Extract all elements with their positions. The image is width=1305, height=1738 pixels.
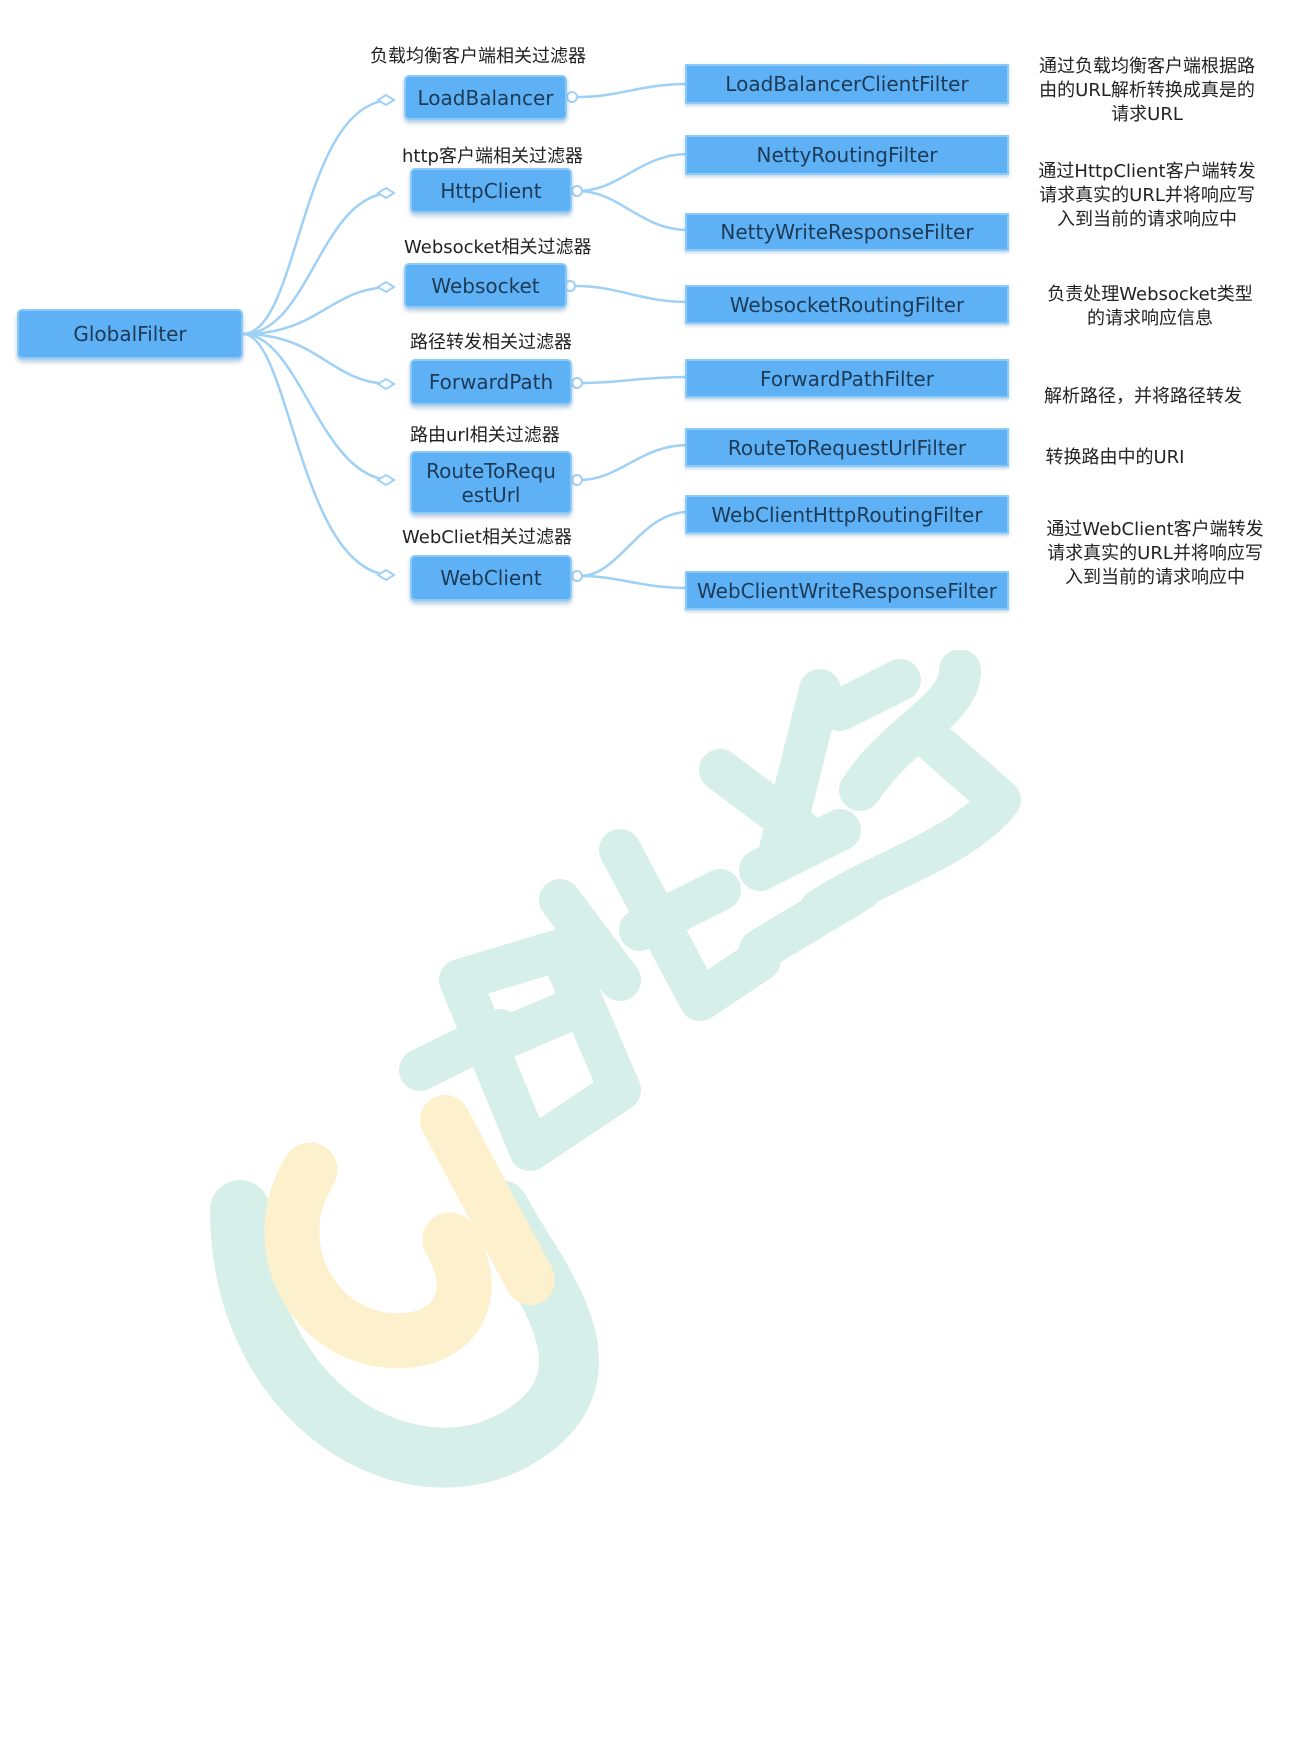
description-text: 通过HttpClient客户端转发请求真实的URL并将响应写入到当前的请求响应中 <box>1038 161 1256 230</box>
root-node-label: GlobalFilter <box>73 322 187 346</box>
category-node-label: LoadBalancer <box>417 85 554 110</box>
filter-node-label: NettyRoutingFilter <box>756 143 938 167</box>
category-node: WebClient <box>410 555 572 601</box>
category-node: Websocket <box>404 263 567 308</box>
connector-root-websocket <box>242 285 393 336</box>
category-node: HttpClient <box>410 168 572 213</box>
filter-node: RouteToRequestUrlFilter <box>685 428 1009 467</box>
watermark-logo-u-icon <box>210 1095 599 1488</box>
filter-node: NettyRoutingFilter <box>685 135 1009 175</box>
description-text: 解析路径，并将路径转发 <box>1044 386 1242 407</box>
filter-node: WebClientHttpRoutingFilter <box>685 495 1009 534</box>
group-caption: http客户端相关过滤器 <box>402 146 583 167</box>
diamond-marker-3 <box>376 280 396 294</box>
diamond-marker-6 <box>376 568 396 582</box>
connector-forwardpath-filter <box>579 375 689 385</box>
category-node-label: Websocket <box>431 273 540 298</box>
connector-routetorequesturl-filter <box>579 443 689 482</box>
connector-webclient-filter-2 <box>579 574 689 590</box>
category-node-label: ForwardPath <box>428 370 554 394</box>
diamond-marker-2 <box>376 186 396 200</box>
group-caption: 负载均衡客户端相关过滤器 <box>370 46 586 67</box>
root-node: GlobalFilter <box>17 309 243 359</box>
filter-node: NettyWriteResponseFilter <box>685 213 1009 251</box>
filter-node-label: ForwardPathFilter <box>760 366 934 391</box>
filter-node-label: WebClientHttpRoutingFilter <box>711 502 983 527</box>
filter-node-label: WebClientWriteResponseFilter <box>697 578 997 603</box>
circle-marker-4 <box>571 377 583 389</box>
circle-marker-6 <box>571 570 583 582</box>
watermark-logo-characters <box>399 650 1021 1171</box>
category-node-label-line: estUrl <box>461 482 521 507</box>
connector-lines <box>242 82 689 590</box>
category-node: LoadBalancer <box>404 75 567 120</box>
description-text: 转换路由中的URI <box>1045 447 1185 468</box>
category-node: RouteToRequ estUrl <box>410 451 572 514</box>
filter-node: WebsocketRoutingFilter <box>685 285 1009 324</box>
circle-marker-1 <box>566 91 578 103</box>
group-caption: 路由url相关过滤器 <box>410 425 560 446</box>
diamond-marker-5 <box>376 473 396 487</box>
description-text: 通过负载均衡客户端根据路由的URL解析转换成真是的请求URL <box>1039 56 1255 125</box>
connector-root-httpclient <box>242 191 393 336</box>
description-text: 通过WebClient客户端转发请求真实的URL并将响应写入到当前的请求响应中 <box>1046 519 1264 588</box>
category-node: ForwardPath <box>410 359 572 405</box>
group-caption: WebCliet相关过滤器 <box>402 527 572 548</box>
connector-root-routetorequesturl <box>242 332 393 482</box>
mind-map-diagram: GlobalFilter 负载均衡客户端相关过滤器 http客户端相关过滤器 W… <box>0 0 1305 640</box>
filter-node: ForwardPathFilter <box>685 359 1009 398</box>
connector-websocket-filter <box>574 284 689 304</box>
category-node-label: WebClient <box>440 566 542 590</box>
watermark-logo <box>210 650 1021 1488</box>
filter-node: LoadBalancerClientFilter <box>685 64 1009 104</box>
diamond-marker-1 <box>376 93 396 107</box>
connector-root-loadbalancer <box>242 98 393 336</box>
group-caption: Websocket相关过滤器 <box>404 237 592 258</box>
category-node-label-line: RouteToRequ <box>426 458 556 483</box>
filter-node-label: LoadBalancerClientFilter <box>725 72 969 96</box>
connector-webclient-filter-1 <box>579 510 689 578</box>
connector-root-webclient <box>242 332 393 577</box>
filter-node-label: RouteToRequestUrlFilter <box>727 435 967 460</box>
filter-node-label: NettyWriteResponseFilter <box>720 220 974 244</box>
category-node-label: HttpClient <box>440 178 542 203</box>
connector-httpclient-filter-2 <box>577 189 689 232</box>
circle-marker-2 <box>571 185 583 197</box>
connector-httpclient-filter-1 <box>577 152 689 193</box>
filter-node-label: WebsocketRoutingFilter <box>729 292 965 317</box>
connector-loadbalancer-filter <box>577 82 689 99</box>
description-text: 负责处理Websocket类型的请求响应信息 <box>1047 284 1253 329</box>
connector-root-forwardpath <box>242 332 393 386</box>
circle-marker-5 <box>571 474 583 486</box>
diamond-marker-4 <box>376 377 396 391</box>
group-caption: 路径转发相关过滤器 <box>410 332 572 353</box>
filter-node: WebClientWriteResponseFilter <box>685 571 1009 610</box>
